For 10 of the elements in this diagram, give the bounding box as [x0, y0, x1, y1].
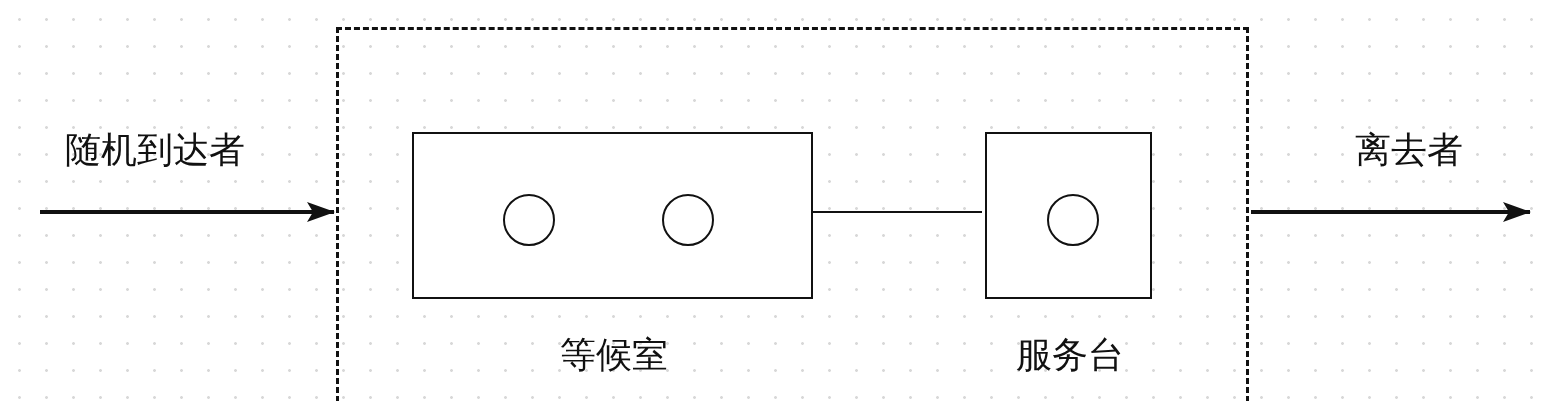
customer-circle	[503, 194, 555, 246]
customer-circle	[662, 194, 714, 246]
arrow	[40, 202, 335, 222]
arrow	[1251, 202, 1531, 222]
customer-circle	[1047, 194, 1099, 246]
box-caption: 服务台	[1016, 337, 1124, 373]
edge-label: 离去者	[1355, 132, 1463, 168]
edge-label: 随机到达者	[65, 132, 245, 168]
box-caption: 等候室	[560, 337, 668, 373]
system-boundary-box	[336, 27, 1249, 401]
